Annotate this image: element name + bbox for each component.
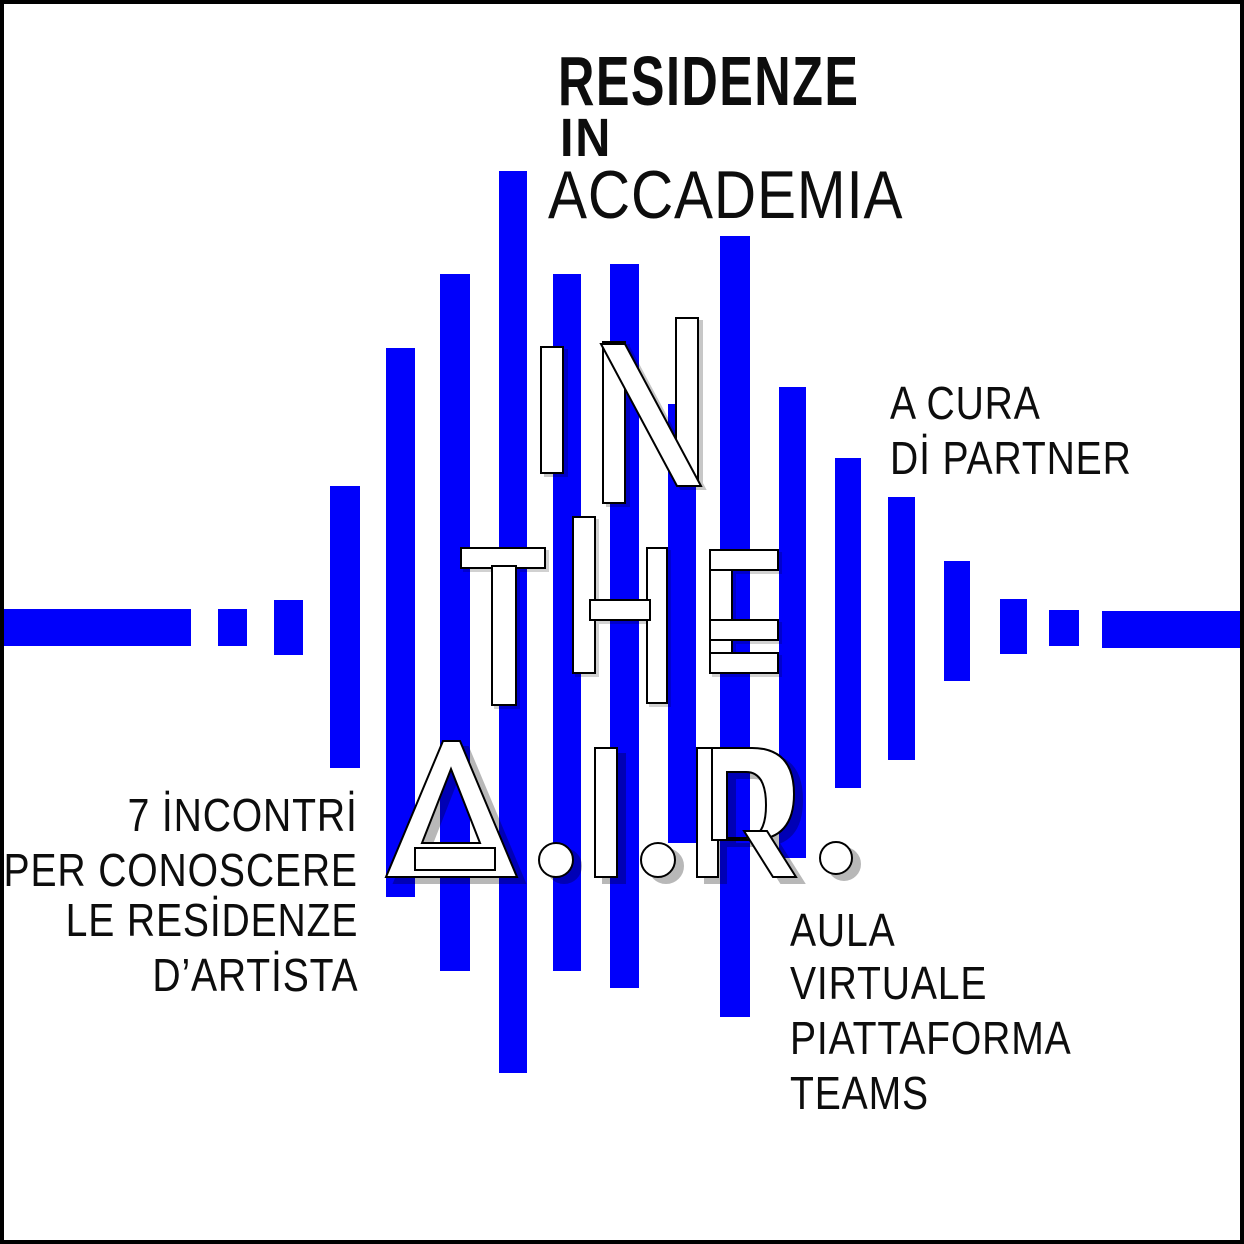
left-block-line-4: D’ARTİSTA (151, 949, 358, 1001)
waveform-bar (386, 348, 415, 897)
waveform-bar (2, 609, 191, 646)
waveform-bar (888, 497, 915, 760)
waveform-bar (1102, 611, 1242, 648)
left-block-line-1: 7 İNCONTRİ (127, 789, 358, 841)
letter-i (594, 747, 618, 878)
letter-i (540, 346, 564, 474)
overlay-word-air (384, 740, 853, 878)
waveform-bar (1000, 599, 1027, 654)
letter-a (384, 740, 519, 878)
header-line-accademia: ACCADEMIA (548, 157, 904, 233)
waveform-bar (274, 600, 303, 655)
right-block-line-3: PIATTAFORMA (790, 1012, 1072, 1064)
letter-e (709, 549, 779, 674)
right-block-line-1: AULA (790, 904, 896, 956)
period-icon (819, 841, 853, 875)
header-line-residenze: RESIDENZE (558, 42, 860, 120)
waveform-bar (835, 458, 861, 788)
letter-h (572, 516, 668, 704)
overlay-word-in (540, 317, 703, 504)
waveform-bar (1049, 610, 1079, 646)
waveform-bar (944, 561, 970, 681)
overlay-word-the (460, 516, 779, 706)
letter-r (696, 747, 798, 878)
curator-line-1: A CURA (890, 377, 1041, 429)
left-block-line-3: LE RESİDENZE (65, 894, 358, 946)
period-icon (640, 842, 676, 878)
left-block-line-2: PER CONOSCERE (3, 844, 358, 896)
right-block-line-4: TEAMS (790, 1067, 929, 1119)
right-block-line-2: VIRTUALE (790, 957, 988, 1009)
header-line-in: IN (560, 108, 613, 168)
period-icon (538, 842, 574, 878)
curator-line-2: Dİ PARTNER (890, 432, 1132, 484)
waveform-bar (330, 486, 360, 768)
letter-t (460, 547, 546, 706)
waveform-bar (218, 609, 247, 646)
letter-n (599, 317, 703, 504)
